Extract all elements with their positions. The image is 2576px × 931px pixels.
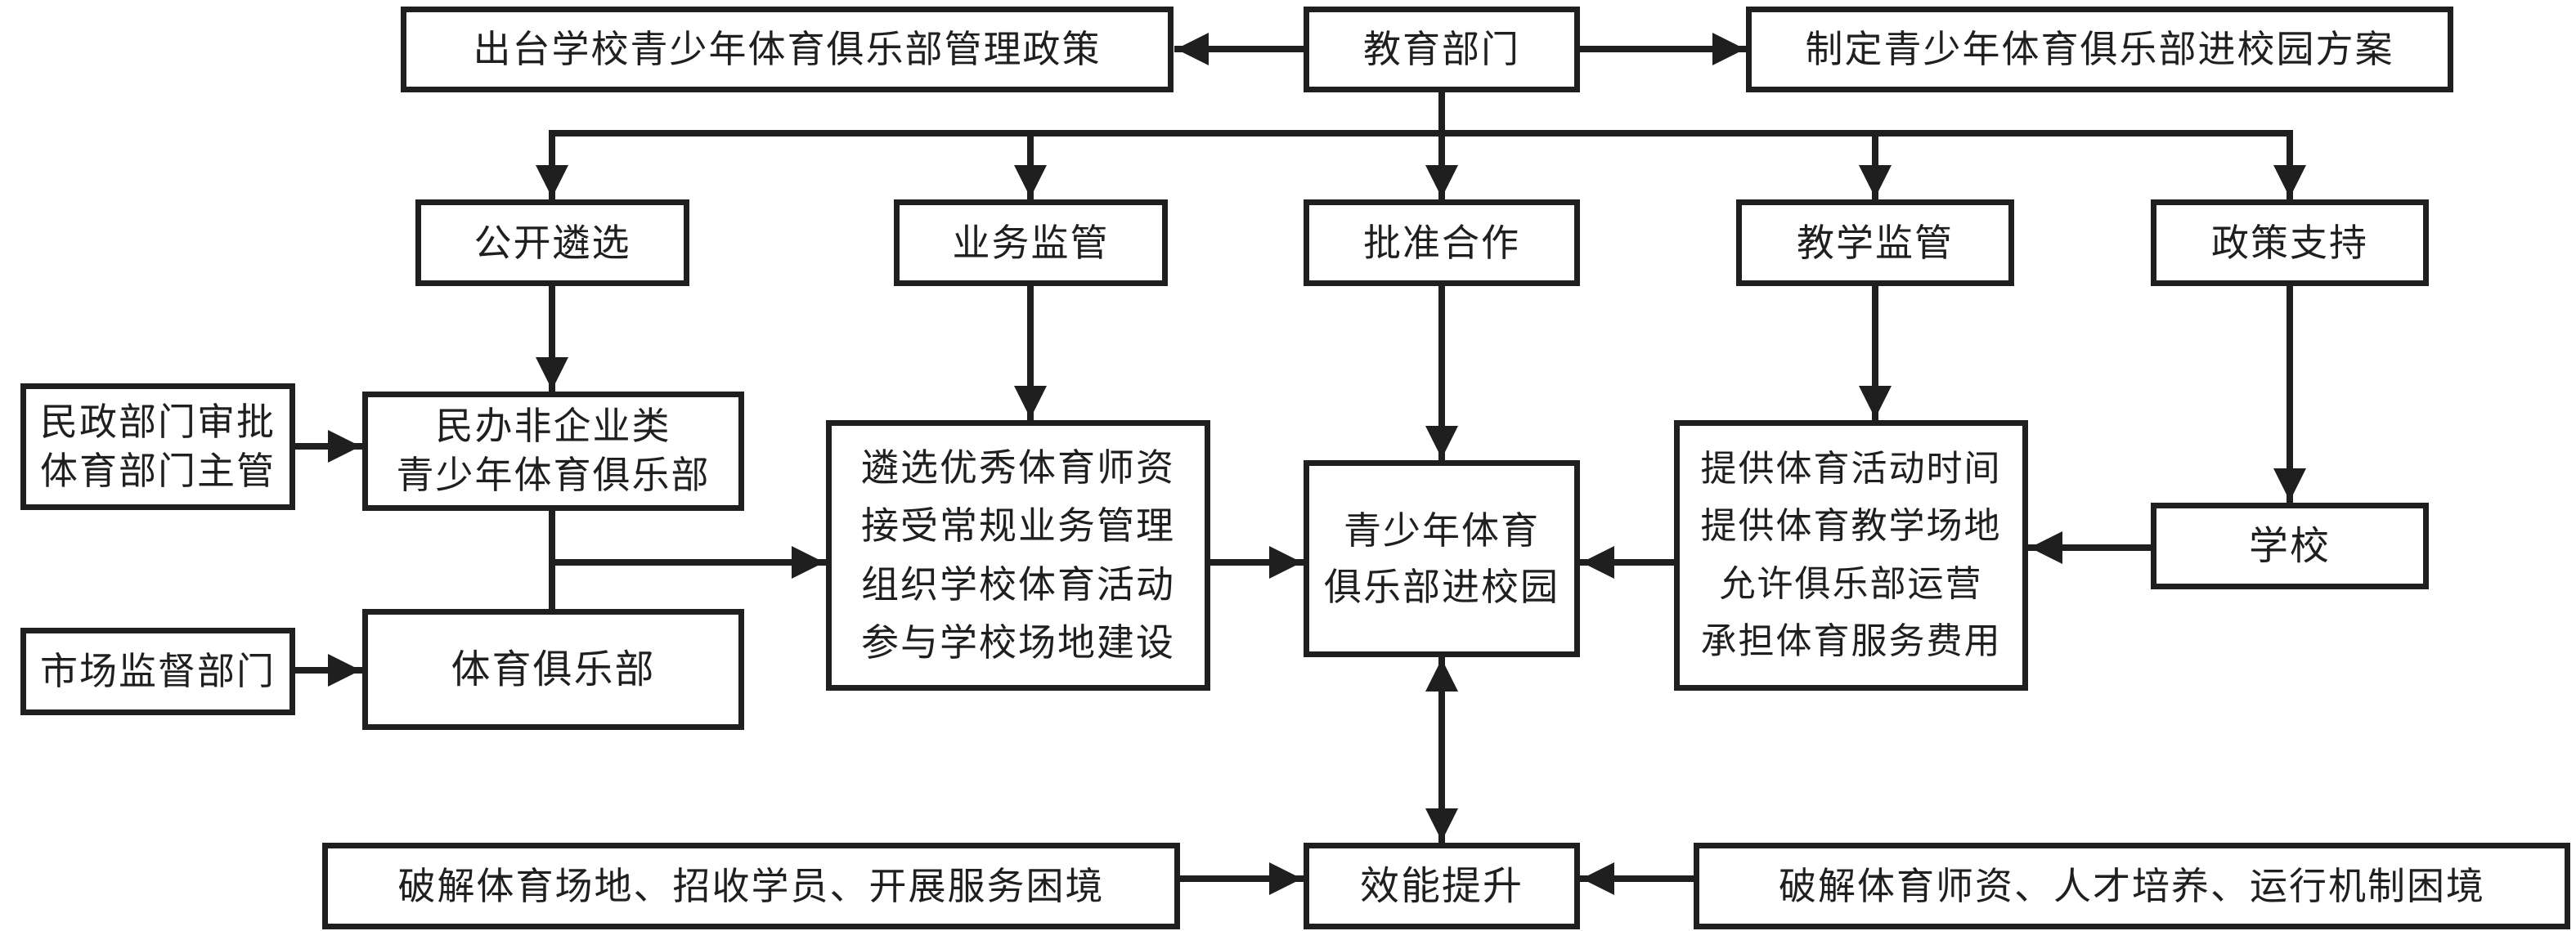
node-label-line: 承担体育服务费用 xyxy=(1700,620,2002,662)
node-approve-cooperation: 批准合作 xyxy=(1304,199,1580,286)
node-label-line: 接受常规业务管理 xyxy=(861,504,1175,548)
node-label: 批准合作 xyxy=(1363,220,1520,265)
node-label: 破解体育师资、人才培养、运行机制困境 xyxy=(1779,863,2485,908)
node-open-selection: 公开遴选 xyxy=(415,199,689,286)
node-label-line: 提供体育教学场地 xyxy=(1700,505,2002,548)
node-label-line: 允许俱乐部运营 xyxy=(1719,562,1983,605)
node-school-duties: 提供体育活动时间 提供体育教学场地 允许俱乐部运营 承担体育服务费用 xyxy=(1674,420,2028,691)
node-label: 公开遴选 xyxy=(473,220,631,265)
node-label: 效能提升 xyxy=(1359,862,1524,909)
node-label: 市场监督部门 xyxy=(40,649,276,694)
node-label: 政策支持 xyxy=(2211,220,2368,265)
node-label-line: 参与学校场地建设 xyxy=(861,620,1175,665)
node-campus-plan: 制定青少年体育俱乐部进校园方案 xyxy=(1746,7,2453,92)
node-efficiency-improvement: 效能提升 xyxy=(1304,843,1580,929)
node-club-into-campus: 青少年体育 俱乐部进校园 xyxy=(1304,460,1580,657)
node-label: 制定青少年体育俱乐部进校园方案 xyxy=(1805,27,2394,72)
node-label: 教学监管 xyxy=(1797,220,1954,265)
node-school-dilemma: 破解体育师资、人才培养、运行机制困境 xyxy=(1694,843,2570,929)
node-label-line: 体育部门主管 xyxy=(40,448,276,493)
node-teaching-supervision: 教学监管 xyxy=(1736,199,2014,286)
node-label-line: 俱乐部进校园 xyxy=(1324,564,1560,609)
node-label-line: 组织学校体育活动 xyxy=(861,562,1175,606)
node-label: 业务监管 xyxy=(952,220,1110,265)
node-label-line: 提供体育活动时间 xyxy=(1700,447,2002,490)
node-school: 学校 xyxy=(2151,503,2429,589)
node-business-supervision: 业务监管 xyxy=(894,199,1168,286)
node-label-line: 遴选优秀体育师资 xyxy=(861,445,1175,490)
node-market-supervision: 市场监督部门 xyxy=(20,628,295,715)
node-label: 出台学校青少年体育俱乐部管理政策 xyxy=(473,27,1102,72)
node-policy-support: 政策支持 xyxy=(2151,199,2429,286)
node-label-line: 青少年体育俱乐部 xyxy=(396,453,711,497)
node-label-line: 民办非企业类 xyxy=(435,404,671,449)
node-club-duties: 遴选优秀体育师资 接受常规业务管理 组织学校体育活动 参与学校场地建设 xyxy=(826,420,1210,691)
node-label-line: 民政部门审批 xyxy=(40,399,276,444)
node-club-dilemma: 破解体育场地、招收学员、开展服务困境 xyxy=(322,843,1180,929)
node-civil-affairs-approval: 民政部门审批 体育部门主管 xyxy=(20,383,295,510)
node-sports-club: 体育俱乐部 xyxy=(362,609,744,730)
node-label: 学校 xyxy=(2248,522,2331,569)
node-nonprofit-youth-sports-club: 民办非企业类 青少年体育俱乐部 xyxy=(362,392,744,511)
node-education-department: 教育部门 xyxy=(1304,7,1580,92)
node-label: 教育部门 xyxy=(1363,27,1520,72)
node-label: 破解体育场地、招收学员、开展服务困境 xyxy=(397,863,1105,908)
node-label-line: 青少年体育 xyxy=(1344,508,1540,553)
node-policy-issue: 出台学校青少年体育俱乐部管理政策 xyxy=(401,7,1174,92)
node-label: 体育俱乐部 xyxy=(451,646,656,692)
